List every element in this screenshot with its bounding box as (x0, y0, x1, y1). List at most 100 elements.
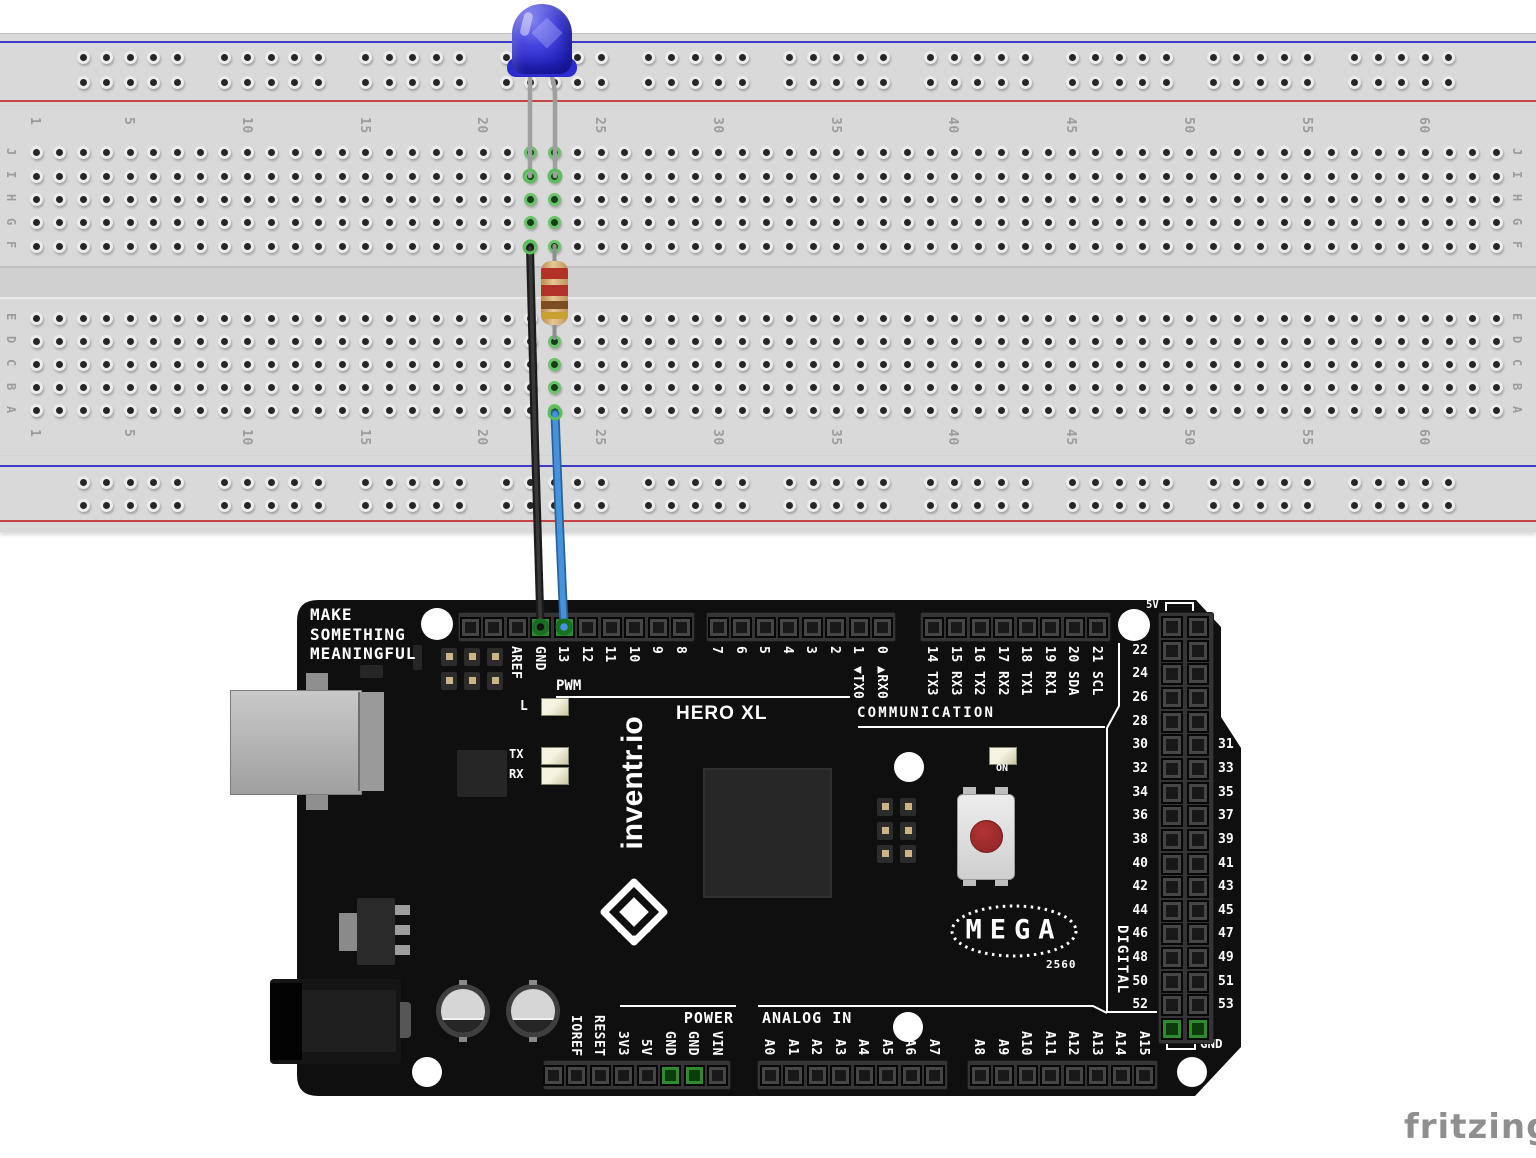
breadboard-hole (995, 334, 1009, 348)
breadboard[interactable] (0, 33, 1536, 532)
rail-hole (712, 50, 726, 64)
reset-button-cap[interactable] (970, 820, 1003, 853)
breadboard-hole (170, 192, 184, 206)
rail-hole (406, 498, 420, 512)
rail-hole (217, 75, 231, 89)
breadboard-hole (241, 311, 255, 325)
rail-hole (123, 475, 137, 489)
breadboard-hole (382, 239, 396, 253)
5v-bracket (1165, 602, 1194, 611)
breadboard-hole (147, 192, 161, 206)
breadboard-hole (476, 146, 490, 159)
breadboard-hole[interactable] (524, 192, 538, 206)
breadboard-hole (100, 239, 114, 253)
breadboard-hole (665, 334, 679, 348)
smd-component (360, 665, 383, 678)
rail-hole (1348, 75, 1362, 89)
breadboard-hole (123, 357, 137, 371)
breadboard-hole (594, 169, 608, 183)
breadboard-hole (712, 146, 726, 159)
rail-hole (1089, 50, 1103, 64)
breadboard-hole (1159, 334, 1173, 348)
regulator-leg (395, 925, 410, 935)
l-led-label: L (520, 699, 528, 714)
breadboard-hole (1277, 192, 1291, 206)
breadboard-hole (429, 192, 443, 206)
breadboard-hole (147, 311, 161, 325)
breadboard-hole (1418, 169, 1432, 183)
breadboard-hole (406, 216, 420, 230)
breadboard-hole (265, 192, 278, 206)
breadboard-hole (1348, 169, 1362, 183)
rail-hole (688, 475, 702, 489)
breadboard-hole (900, 334, 914, 348)
rail-hole (359, 75, 373, 89)
rail-hole (453, 498, 467, 512)
rail-hole (641, 475, 655, 489)
breadboard-hole (500, 239, 514, 253)
breadboard-hole (53, 216, 67, 230)
breadboard-hole (971, 146, 985, 159)
breadboard-hole (1324, 311, 1338, 325)
power-rail-line (0, 465, 1536, 467)
breadboard-hole (1254, 192, 1268, 206)
breadboard-hole (571, 239, 585, 253)
rail-hole (688, 50, 702, 64)
breadboard-hole (1159, 216, 1173, 230)
breadboard-hole (688, 146, 702, 159)
breadboard-hole (123, 239, 137, 253)
breadboard-hole (1254, 146, 1268, 159)
blue-led[interactable] (512, 4, 572, 74)
breadboard-hole (1301, 216, 1315, 230)
rail-hole (406, 75, 420, 89)
rail-hole (1348, 50, 1362, 64)
rail-hole (264, 475, 278, 489)
breadboard-hole (1112, 239, 1126, 253)
rail-hole (1159, 475, 1173, 489)
breadboard-hole (712, 334, 726, 348)
rail-hole (1254, 475, 1267, 489)
breadboard-hole (830, 146, 844, 159)
rail-hole (264, 498, 278, 512)
breadboard-hole (594, 216, 608, 230)
rail-hole (288, 475, 302, 489)
resistor[interactable] (541, 261, 568, 325)
breadboard-hole (359, 334, 373, 348)
breadboard-hole (1277, 146, 1291, 159)
signal-wire[interactable] (552, 411, 567, 628)
rail-hole (1371, 475, 1385, 489)
breadboard-hole[interactable] (524, 216, 538, 230)
breadboard-hole (1442, 146, 1456, 159)
rail-hole (783, 50, 796, 64)
breadboard-hole[interactable] (547, 216, 561, 230)
breadboard-hole (335, 192, 349, 206)
breadboard-hole (1159, 311, 1173, 325)
breadboard-hole (1136, 311, 1150, 325)
breadboard-hole (1230, 192, 1244, 206)
breadboard-hole (1230, 216, 1244, 230)
rail-hole (170, 50, 184, 64)
breadboard-hole (1348, 239, 1362, 253)
breadboard-hole (29, 357, 43, 371)
rail-hole (1018, 75, 1032, 89)
breadboard-hole (806, 239, 820, 253)
rail-hole (971, 498, 985, 512)
wire-hole-ring (522, 239, 538, 255)
breadboard-hole (877, 192, 891, 206)
breadboard-hole (736, 334, 749, 348)
breadboard-hole[interactable] (547, 357, 561, 371)
breadboard-hole (1395, 311, 1409, 325)
voltage-regulator-tab (339, 913, 357, 951)
breadboard-hole (1301, 334, 1315, 348)
breadboard-hole (641, 311, 655, 325)
breadboard-hole (1466, 216, 1480, 230)
rail-hole (147, 475, 161, 489)
breadboard-hole (53, 146, 67, 159)
breadboard-hole (877, 146, 891, 159)
rail-hole (641, 50, 655, 64)
wire-hole-ring (547, 405, 563, 421)
breadboard-hole[interactable] (547, 192, 561, 206)
rail-hole (571, 75, 585, 89)
rail-hole (500, 475, 514, 489)
breadboard-hole (1371, 192, 1385, 206)
